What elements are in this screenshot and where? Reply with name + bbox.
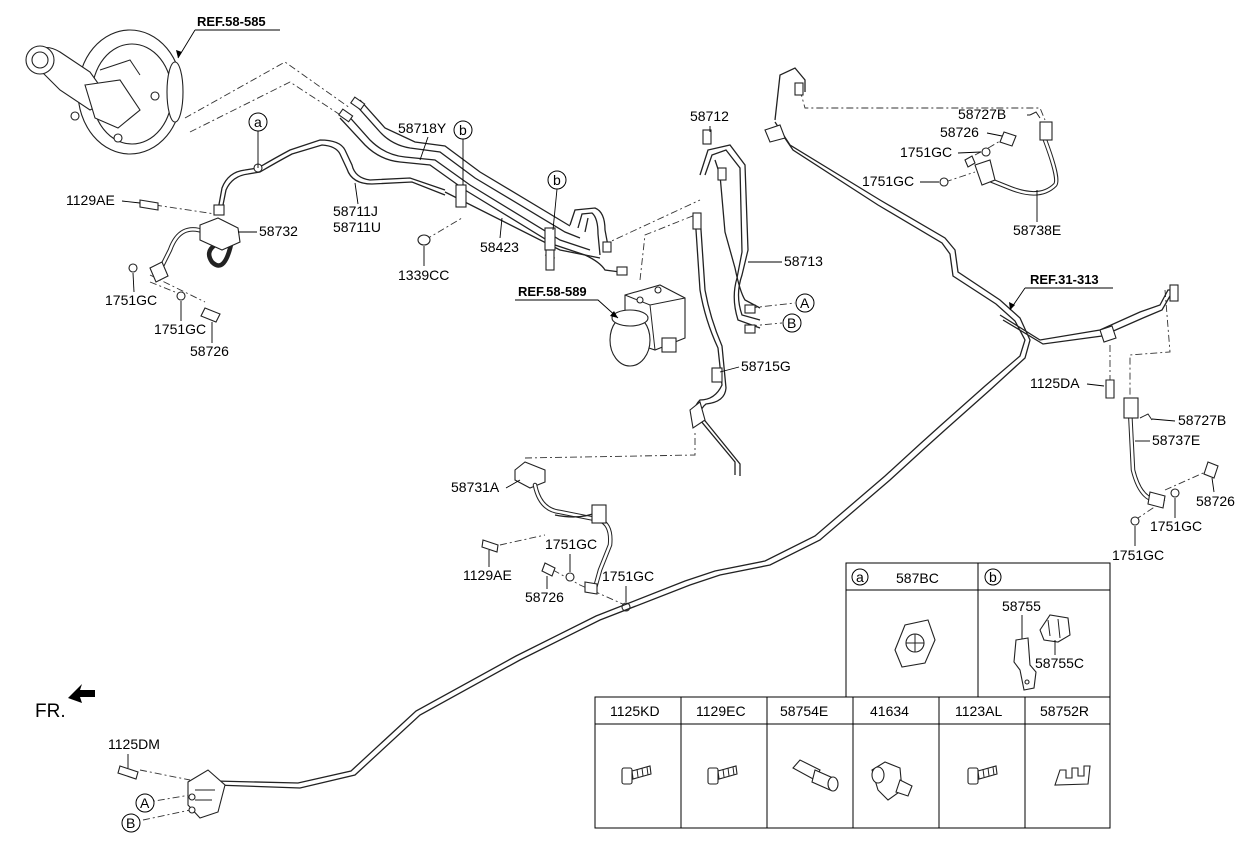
bolt-icon-1129EC	[707, 765, 738, 785]
legend-header-4: 41634	[870, 703, 909, 719]
label-1751GC-right-1: 1751GC	[1150, 518, 1202, 534]
bolt-icon-1125KD	[621, 765, 652, 785]
label-1751GC-mid-2: 1751GC	[602, 568, 654, 584]
label-1125DM: 1125DM	[108, 736, 160, 752]
ref-fuel-line: REF.31-313	[1030, 272, 1099, 287]
clip-icon-58752R	[1054, 765, 1091, 786]
label-1751GC-top-1: 1751GC	[900, 144, 952, 160]
label-1751GC-front-2: 1751GC	[154, 321, 206, 337]
legend-header-6: 58752R	[1040, 703, 1089, 719]
ref-brake-booster: REF.58-585	[197, 14, 266, 29]
label-58726-front: 58726	[190, 343, 229, 359]
callout-circles: a b b A B A B	[121, 112, 815, 833]
legend-58755: 58755	[1002, 598, 1041, 614]
label-58727B-right: 58727B	[1178, 412, 1226, 428]
front-brake-pipes	[338, 96, 628, 276]
label-58423: 58423	[480, 239, 519, 255]
callout-B-1: B	[787, 315, 796, 331]
label-1751GC-right-2: 1751GC	[1112, 547, 1164, 563]
legend-top-table: a 587BC b 58755 58755C	[845, 562, 1111, 698]
callout-a: a	[254, 114, 262, 130]
label-58712: 58712	[690, 108, 729, 124]
hecu-outlet-pipes	[699, 129, 761, 334]
front-direction-arrow: FR.	[35, 684, 95, 722]
bracket-clip-icon	[1013, 614, 1071, 691]
callout-b-1: b	[459, 122, 467, 138]
ref-hecu: REF.58-589	[518, 284, 587, 299]
label-58731A: 58731A	[451, 479, 500, 495]
label-58726-right: 58726	[1196, 493, 1235, 509]
part-labels: 58718Y 58711J 58711U 58732 1129AE 1751GC…	[66, 106, 1235, 768]
front-label: FR.	[35, 701, 66, 722]
label-1129AE-front: 1129AE	[66, 192, 115, 208]
label-58726-top: 58726	[940, 124, 979, 140]
callout-B-2: B	[126, 815, 135, 831]
label-1751GC-top-2: 1751GC	[862, 173, 914, 189]
label-58726-mid: 58726	[525, 589, 564, 605]
label-1129AE-mid: 1129AE	[463, 567, 512, 583]
label-58737E: 58737E	[1152, 432, 1200, 448]
front-left-hose-assembly	[128, 139, 446, 323]
legend-callout-b: b	[989, 569, 997, 585]
rear-right-lower-hose	[1105, 379, 1219, 526]
front-right-bracket	[117, 765, 226, 819]
label-58738E: 58738E	[1013, 222, 1061, 238]
label-1751GC-front-1: 1751GC	[105, 292, 157, 308]
legend-header-1: 1125KD	[610, 703, 660, 719]
bolt-icon-1123AL	[967, 765, 998, 785]
clip-icon	[894, 619, 936, 668]
rear-right-upper-hose	[939, 111, 1059, 196]
callout-A-1: A	[800, 295, 810, 311]
label-58715G: 58715G	[741, 358, 791, 374]
rear-left-hose-assembly	[481, 461, 631, 612]
brake-booster	[25, 29, 184, 155]
legend-58755C: 58755C	[1035, 655, 1084, 671]
callout-b-2: b	[553, 172, 561, 188]
rear-left-pipe	[689, 212, 741, 476]
label-58718Y: 58718Y	[398, 120, 447, 136]
underbody-brake-pipes	[214, 67, 1179, 789]
legend-587BC: 587BC	[896, 570, 939, 586]
label-58711U: 58711U	[333, 219, 381, 235]
label-1751GC-mid-1: 1751GC	[545, 536, 597, 552]
plug-icon-58754E	[792, 759, 839, 792]
label-1339CC: 1339CC	[398, 267, 449, 283]
label-58732: 58732	[259, 223, 298, 239]
legend-callout-a: a	[856, 569, 864, 585]
clamp-icon-41634	[871, 761, 913, 801]
callout-A-2: A	[140, 795, 150, 811]
label-58711J: 58711J	[333, 203, 378, 219]
label-1125DA: 1125DA	[1030, 375, 1080, 391]
legend-header-5: 1123AL	[955, 703, 1002, 719]
legend-header-2: 1129EC	[696, 703, 746, 719]
legend-bottom-table: 1125KD 1129EC 58754E 41634 1123AL 58752R	[594, 696, 1111, 829]
label-58713: 58713	[784, 253, 823, 269]
legend-header-3: 58754E	[780, 703, 828, 719]
hecu-abs-module	[609, 284, 686, 367]
reference-labels: REF.58-585 REF.58-589 REF.31-313	[176, 14, 1113, 319]
label-58727B-top: 58727B	[958, 106, 1006, 122]
